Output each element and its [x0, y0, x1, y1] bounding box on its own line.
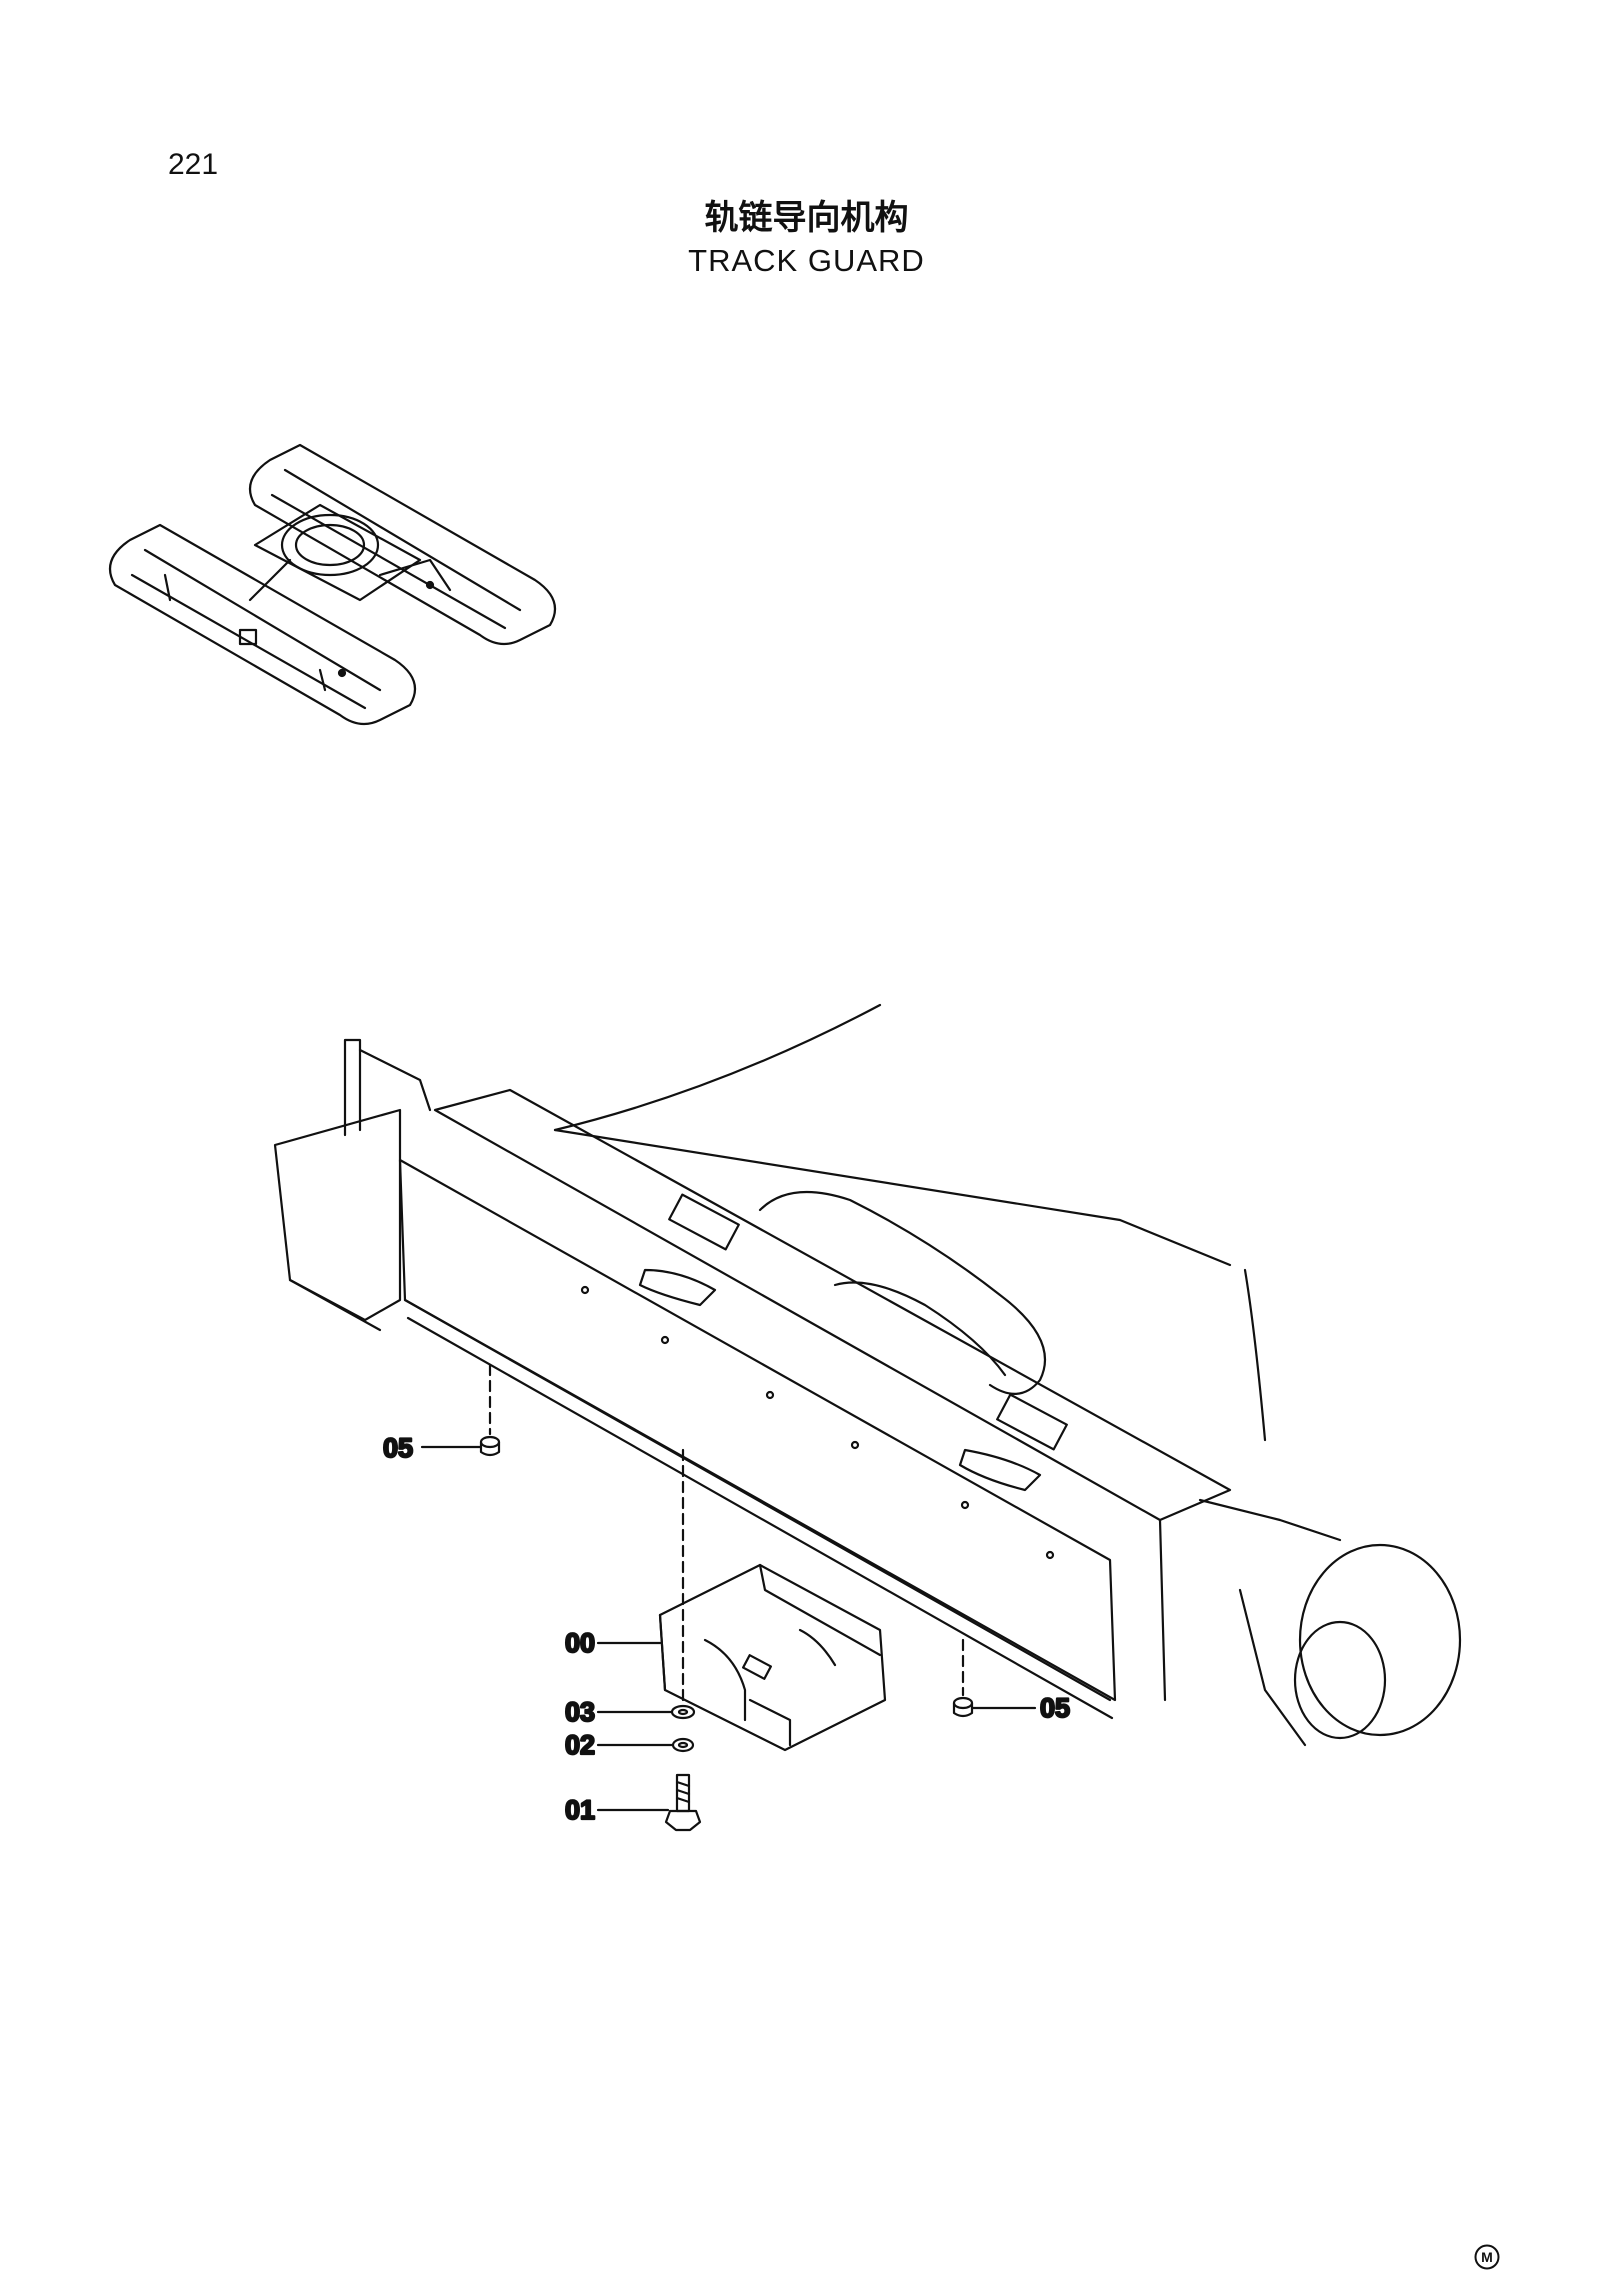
callout-05-right: 05	[1040, 1693, 1070, 1723]
callout-03: 03	[565, 1697, 595, 1727]
track-frame	[273, 1003, 1462, 1747]
page-title-chinese: 轨链导向机构	[704, 198, 909, 238]
page-number: 221	[168, 148, 219, 181]
leader-lines	[420, 1445, 1037, 1812]
fasteners	[479, 1435, 974, 1832]
callout-05-left: 05	[383, 1433, 413, 1463]
callout-02: 02	[565, 1730, 595, 1760]
callout-01: 01	[565, 1795, 595, 1825]
undercarriage-overview	[108, 443, 557, 726]
assembly-lines	[488, 1363, 965, 1702]
page-title-english: TRACK GUARD	[688, 243, 925, 278]
manufacturer-mark-letter: M	[1481, 2249, 1493, 2265]
track-guard-bracket	[658, 1563, 887, 1752]
callout-00: 00	[565, 1628, 595, 1658]
manufacturer-mark-icon: M	[1474, 2244, 1500, 2270]
